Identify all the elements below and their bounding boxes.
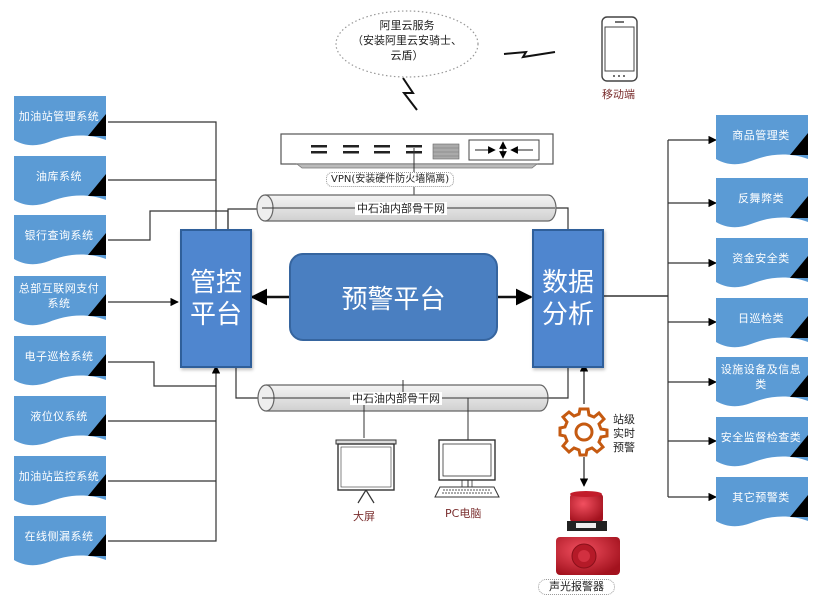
- control-platform-box[interactable]: 管控平台: [180, 229, 252, 368]
- document-shape: [14, 156, 106, 206]
- cloud-service-text: 阿里云服务 （安装阿里云安骑士、 云盾）: [336, 18, 478, 63]
- data-analysis-box[interactable]: 数据分析: [532, 229, 604, 368]
- left-system-label: 加油站管理系统: [18, 109, 100, 123]
- left-system-label: 液位仪系统: [30, 409, 88, 423]
- firewall-device: [280, 133, 554, 208]
- corner-triangle-icon: [790, 375, 808, 397]
- document-shape: [716, 357, 808, 407]
- left-system-box[interactable]: 加油站管理系统: [14, 96, 106, 148]
- document-shape: [14, 516, 106, 566]
- document-shape: [14, 396, 106, 446]
- corner-triangle-icon: [88, 174, 106, 196]
- wireless-link-icon: [401, 77, 418, 111]
- document-shape: [716, 115, 808, 165]
- corner-triangle-icon: [88, 354, 106, 376]
- backbone-top-label: 中石油内部骨干网: [355, 202, 447, 215]
- document-shape: [14, 96, 106, 146]
- document-shape: [716, 238, 808, 288]
- corner-triangle-icon: [88, 474, 106, 496]
- left-system-label: 在线侧漏系统: [24, 529, 94, 543]
- document-shape: [14, 336, 106, 386]
- left-system-label: 油库系统: [36, 169, 82, 183]
- right-system-box[interactable]: 反舞弊类: [716, 178, 808, 230]
- right-system-box[interactable]: 资金安全类: [716, 238, 808, 290]
- right-system-label: 反舞弊类: [738, 191, 784, 205]
- wireless-link-icon: [503, 50, 556, 59]
- corner-triangle-icon: [88, 294, 106, 316]
- document-shape: [716, 178, 808, 228]
- alarm-caption: 声光报警器: [538, 579, 615, 595]
- warning-platform-box[interactable]: 预警平台: [289, 253, 498, 341]
- left-system-box[interactable]: 在线侧漏系统: [14, 516, 106, 568]
- document-shape: [14, 276, 106, 326]
- big-screen-caption: 大屏: [353, 510, 375, 523]
- right-system-label: 商品管理类: [732, 128, 790, 142]
- right-system-label: 安全监督检查类: [720, 430, 802, 444]
- mobile-phone-icon: [601, 16, 638, 82]
- left-system-box[interactable]: 油库系统: [14, 156, 106, 208]
- cloud-line-1: 阿里云服务: [379, 19, 435, 32]
- left-system-box[interactable]: 银行查询系统: [14, 215, 106, 267]
- vpn-label: VPN(安装硬件防火墙隔离): [326, 172, 455, 187]
- cloud-line-3: 云盾）: [390, 49, 424, 62]
- left-system-label: 加油站监控系统: [18, 469, 100, 483]
- left-system-box[interactable]: 电子巡检系统: [14, 336, 106, 388]
- gear-caption-line: 站级: [613, 413, 635, 426]
- cloud-line-2: （安装阿里云安骑士、: [352, 34, 462, 47]
- mobile-caption: 移动端: [602, 88, 635, 101]
- document-shape: [716, 477, 808, 527]
- document-shape: [14, 456, 106, 506]
- document-shape: [14, 215, 106, 265]
- left-system-label: 银行查询系统: [24, 228, 94, 242]
- left-system-label: 电子巡检系统: [24, 349, 94, 363]
- gear-icon: [558, 407, 609, 457]
- left-system-box[interactable]: 液位仪系统: [14, 396, 106, 448]
- left-system-box[interactable]: 加油站监控系统: [14, 456, 106, 508]
- document-shape: [716, 298, 808, 348]
- corner-triangle-icon: [88, 414, 106, 436]
- corner-triangle-icon: [88, 114, 106, 136]
- document-shape: [716, 417, 808, 467]
- corner-triangle-icon: [790, 196, 808, 218]
- right-system-box[interactable]: 安全监督检查类: [716, 417, 808, 469]
- pc-icon: [434, 439, 500, 498]
- right-system-box[interactable]: 日巡检类: [716, 298, 808, 350]
- corner-triangle-icon: [790, 256, 808, 278]
- right-system-label: 资金安全类: [732, 251, 790, 265]
- right-system-box[interactable]: 其它预警类: [716, 477, 808, 529]
- corner-triangle-icon: [88, 534, 106, 556]
- corner-triangle-icon: [790, 316, 808, 338]
- corner-triangle-icon: [790, 133, 808, 155]
- data-analysis-label: 数据分析: [541, 267, 594, 330]
- right-system-label: 其它预警类: [732, 490, 790, 504]
- gear-caption-line: 实时: [613, 427, 635, 440]
- projector-screen-icon: [335, 439, 397, 504]
- right-connectors: [546, 135, 717, 502]
- right-system-label: 设施设备及信息类: [720, 363, 802, 391]
- backbone-bottom-label: 中石油内部骨干网: [350, 392, 442, 405]
- left-connectors: [108, 121, 262, 542]
- right-system-box[interactable]: 商品管理类: [716, 115, 808, 167]
- left-system-label: 总部互联网支付系统: [18, 282, 100, 310]
- control-platform-label: 管控平台: [189, 267, 242, 330]
- right-system-label: 日巡检类: [738, 311, 784, 325]
- warning-platform-label: 预警平台: [341, 284, 446, 315]
- cloud-shape: [335, 10, 479, 78]
- corner-triangle-icon: [790, 495, 808, 517]
- alarm-siren-icon: [556, 491, 620, 575]
- left-system-box[interactable]: 总部互联网支付系统: [14, 276, 106, 328]
- pc-caption: PC电脑: [445, 507, 482, 520]
- corner-triangle-icon: [790, 435, 808, 457]
- corner-triangle-icon: [88, 233, 106, 255]
- gear-caption: 站级 实时 预警: [613, 413, 635, 455]
- gear-caption-line: 预警: [613, 441, 635, 454]
- right-system-box[interactable]: 设施设备及信息类: [716, 357, 808, 409]
